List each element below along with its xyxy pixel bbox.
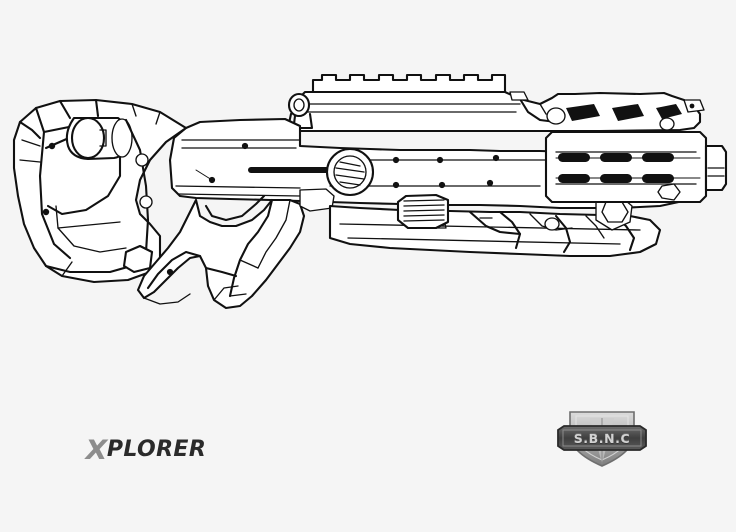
shoulder-stock: [12, 98, 188, 284]
sbnc-shield-graphic: [557, 411, 647, 467]
rotor-hatching: [335, 161, 365, 186]
body-slot-vent: [248, 167, 330, 173]
rotor-hub: [325, 147, 375, 197]
rear-sight-tabs: [509, 91, 705, 113]
muzzle-tip: [704, 144, 728, 192]
stock-cylinder: [65, 116, 133, 161]
hex-panel: [601, 201, 629, 223]
xplorer-rest: PLORER: [106, 437, 207, 462]
xplorer-initial: X: [85, 434, 108, 466]
sbnc-logo: S.B.N.C: [552, 404, 652, 472]
upper-receiver: [292, 90, 702, 133]
sbnc-banner: [557, 425, 647, 451]
angled-vent-slashes: [566, 104, 682, 121]
fore-grip-vented-panel: [396, 193, 450, 230]
vent-lines: [403, 199, 445, 222]
barrel-shroud: [544, 104, 708, 204]
pistol-grip-assembly: [136, 188, 335, 310]
